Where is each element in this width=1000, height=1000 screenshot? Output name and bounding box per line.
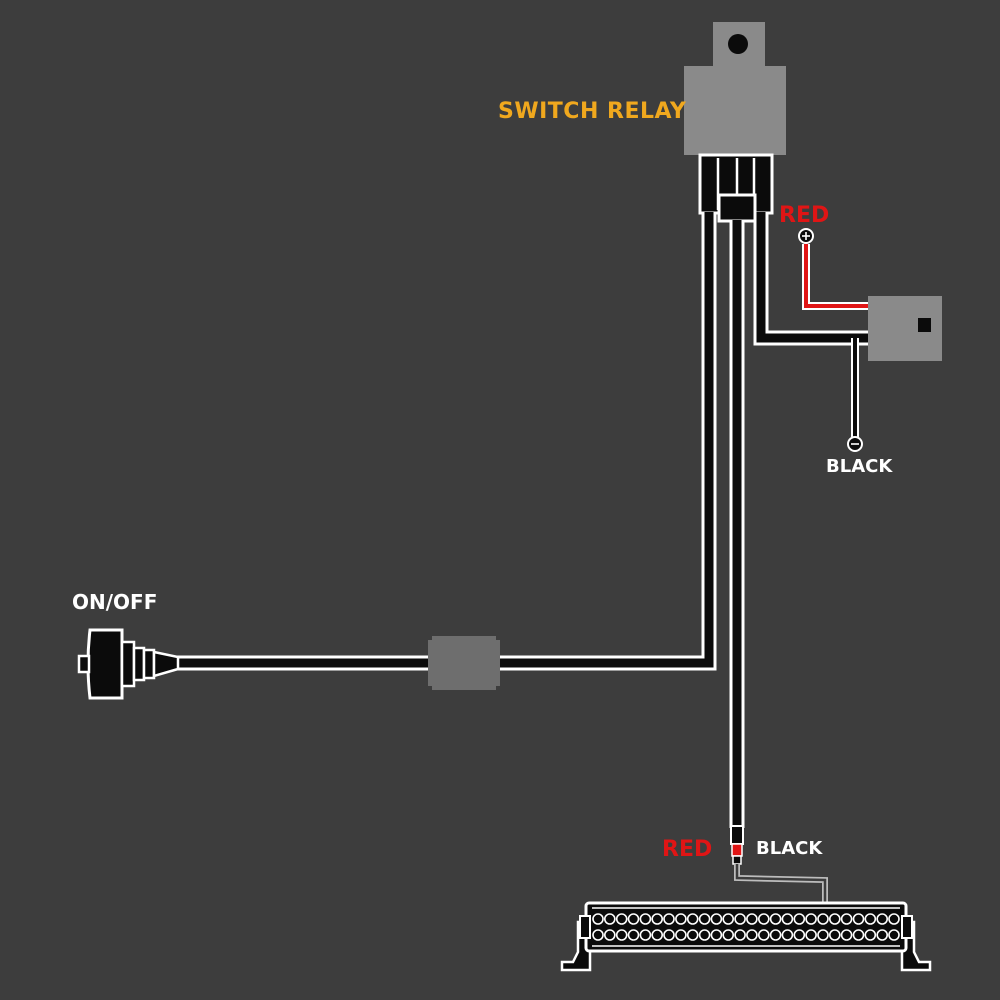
led-dot <box>769 929 782 941</box>
led-dot <box>592 929 604 941</box>
lightbar-plug <box>730 825 828 906</box>
battery-positive-wire <box>802 244 870 310</box>
led-dot <box>615 929 628 941</box>
led-dot <box>603 929 616 941</box>
led-dot <box>864 913 877 925</box>
wire-harness <box>175 212 870 828</box>
led-dot <box>805 913 817 925</box>
battery <box>868 296 942 361</box>
led-dot <box>651 929 664 941</box>
led-dot <box>888 929 900 941</box>
led-dot <box>686 913 699 925</box>
rocker-switch-icon <box>77 628 180 700</box>
led-dot <box>734 929 746 941</box>
led-dot <box>840 929 853 941</box>
battery-positive-label: RED <box>779 203 829 228</box>
led-dot <box>793 929 806 941</box>
switch-relay <box>684 22 786 223</box>
led-dot <box>663 913 675 925</box>
led-dot <box>757 929 770 941</box>
led-dot <box>805 929 817 941</box>
led-dot <box>746 929 758 941</box>
led-dot <box>781 929 794 941</box>
led-dot <box>817 929 829 941</box>
minus-icon <box>847 436 863 452</box>
led-dot <box>817 913 829 925</box>
led-array <box>592 913 900 941</box>
relay-body <box>684 66 786 155</box>
led-dot <box>840 913 853 925</box>
led-dot <box>639 913 652 925</box>
led-dot <box>734 913 746 925</box>
led-dot <box>675 913 687 925</box>
switch-wire <box>175 212 717 671</box>
led-dot <box>627 929 640 941</box>
led-dot <box>663 929 675 941</box>
led-dot <box>603 913 616 925</box>
battery-indicator <box>918 318 931 332</box>
led-dot <box>698 929 711 941</box>
switch-label: ON/OFF <box>72 590 157 614</box>
led-dot <box>627 913 640 925</box>
led-dot <box>722 929 735 941</box>
led-dot <box>639 929 652 941</box>
inline-connector-icon <box>428 636 500 690</box>
lightbar-positive-label: RED <box>662 837 712 862</box>
relay-mounting-hole <box>728 34 748 54</box>
battery-wire <box>753 212 870 346</box>
battery-negative-label: BLACK <box>826 456 893 477</box>
led-dot <box>710 913 723 925</box>
led-dot <box>876 913 889 925</box>
led-dot <box>615 913 628 925</box>
led-dot <box>876 929 889 941</box>
led-light-bar-icon <box>560 901 932 972</box>
led-dot <box>793 913 806 925</box>
led-dot <box>757 913 770 925</box>
led-dot <box>710 929 723 941</box>
led-dot <box>592 913 604 925</box>
led-dot <box>888 913 900 925</box>
led-dot <box>828 929 841 941</box>
led-dot <box>852 913 865 925</box>
led-dot <box>698 913 711 925</box>
led-dot <box>769 913 782 925</box>
led-dot <box>722 913 735 925</box>
led-dot <box>781 913 794 925</box>
led-dot <box>864 929 877 941</box>
led-dot <box>686 929 699 941</box>
switch-relay-label: SWITCH RELAY <box>498 99 687 124</box>
led-dot <box>828 913 841 925</box>
led-dot <box>675 929 687 941</box>
led-dot <box>651 913 664 925</box>
lightbar-negative-label: BLACK <box>756 838 823 859</box>
plus-icon <box>798 228 814 244</box>
led-dot <box>852 929 865 941</box>
led-dot <box>746 913 758 925</box>
